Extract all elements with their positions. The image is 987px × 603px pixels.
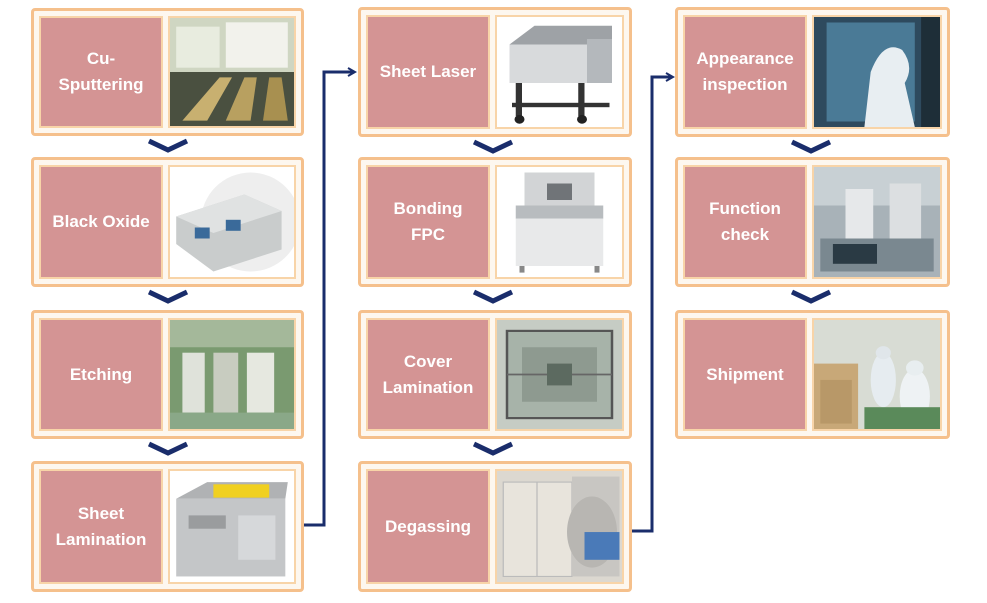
step-sheet-laser: Sheet Laser [358, 7, 632, 137]
step-sheet-lamination: Sheet Lamination [31, 461, 304, 592]
glove-inspection-photo [812, 15, 942, 129]
chevron-down-icon [790, 139, 832, 154]
chevron-down-icon [147, 138, 189, 153]
cleanroom-sputtering-photo [168, 16, 296, 128]
autoclave-photo [495, 469, 624, 584]
step-label: Function check [683, 165, 807, 279]
step-etching: Etching [31, 310, 304, 439]
step-label: Cu- Sputtering [39, 16, 163, 128]
step-shipment: Shipment [675, 310, 950, 439]
test-station-photo [812, 165, 942, 279]
step-black-oxide: Black Oxide [31, 157, 304, 287]
laser-cutter-photo [495, 15, 624, 129]
bonding-machine-photo [495, 165, 624, 279]
chevron-down-icon [790, 289, 832, 304]
lamination-machine-photo [168, 469, 296, 584]
step-cu-sputtering: Cu- Sputtering [31, 8, 304, 136]
step-label: Black Oxide [39, 165, 163, 279]
step-label: Degassing [366, 469, 490, 584]
step-label: Bonding FPC [366, 165, 490, 279]
step-label: Appearance inspection [683, 15, 807, 129]
step-degassing: Degassing [358, 461, 632, 592]
step-appearance-inspection: Appearance inspection [675, 7, 950, 137]
chevron-down-icon [147, 441, 189, 456]
step-function-check: Function check [675, 157, 950, 287]
connector-arrow-col1-to-col2 [304, 72, 354, 527]
step-label: Sheet Laser [366, 15, 490, 129]
step-label: Shipment [683, 318, 807, 431]
conveyor-line-machine-photo [168, 165, 296, 279]
chevron-down-icon [147, 289, 189, 304]
chevron-down-icon [472, 289, 514, 304]
step-bonding-fpc: Bonding FPC [358, 157, 632, 287]
chevron-down-icon [472, 441, 514, 456]
packing-area-photo [812, 318, 942, 431]
connector-arrow-col2-to-col3 [632, 77, 672, 533]
lamination-chamber-photo [495, 318, 624, 431]
step-label: Sheet Lamination [39, 469, 163, 584]
chevron-down-icon [472, 139, 514, 154]
etching-line-photo [168, 318, 296, 431]
step-label: Etching [39, 318, 163, 431]
step-cover-lamination: Cover Lamination [358, 310, 632, 439]
step-label: Cover Lamination [366, 318, 490, 431]
